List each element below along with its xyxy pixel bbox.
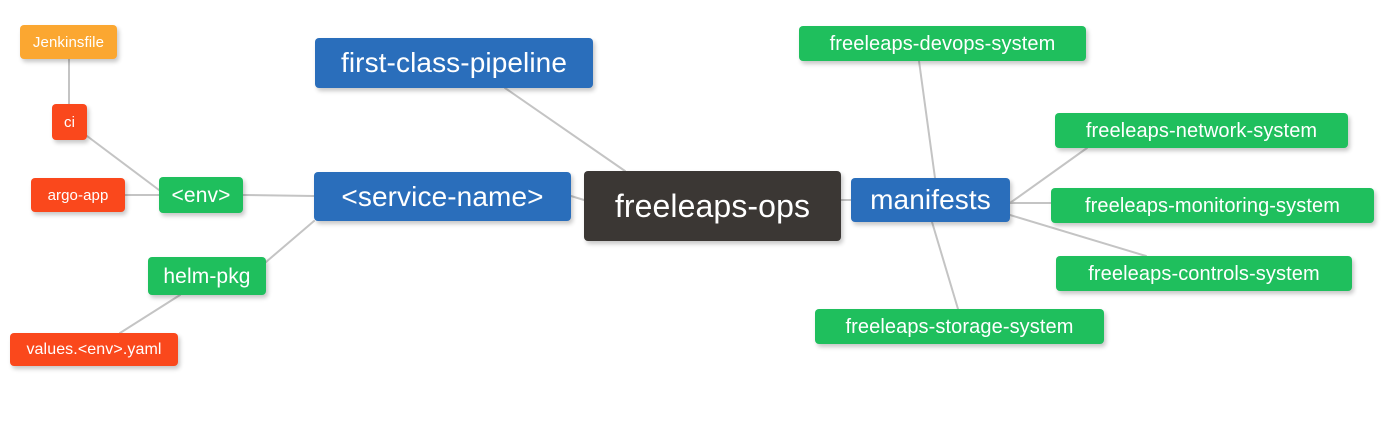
- node-freeleaps-controls-system[interactable]: freeleaps-controls-system: [1056, 256, 1352, 291]
- edge-service-name-to-helm-pkg: [265, 220, 315, 263]
- node-label-helm-pkg: helm-pkg: [163, 264, 251, 288]
- node-label-freeleaps-network-system: freeleaps-network-system: [1085, 119, 1318, 142]
- node-freeleaps-devops-system[interactable]: freeleaps-devops-system: [799, 26, 1086, 61]
- edge-manifests-to-freeleaps-devops-system: [918, 60, 936, 179]
- node-label-freeleaps-devops-system: freeleaps-devops-system: [829, 32, 1056, 55]
- node-freeleaps-ops[interactable]: freeleaps-ops: [584, 171, 841, 241]
- node-argo-app[interactable]: argo-app: [31, 178, 125, 212]
- node-jenkinsfile[interactable]: Jenkinsfile: [20, 25, 117, 59]
- node-env[interactable]: <env>: [159, 177, 243, 213]
- node-label-env: <env>: [171, 183, 231, 207]
- edge-service-name-to-freeleaps-ops: [570, 195, 585, 201]
- node-manifests[interactable]: manifests: [851, 178, 1010, 222]
- node-label-freeleaps-controls-system: freeleaps-controls-system: [1088, 262, 1320, 285]
- node-freeleaps-network-system[interactable]: freeleaps-network-system: [1055, 113, 1348, 148]
- node-label-freeleaps-monitoring-system: freeleaps-monitoring-system: [1084, 194, 1340, 217]
- node-service-name[interactable]: <service-name>: [314, 172, 571, 221]
- node-ci[interactable]: ci: [52, 104, 87, 140]
- node-label-first-class-pipeline: first-class-pipeline: [340, 47, 568, 78]
- node-label-manifests: manifests: [870, 184, 991, 215]
- node-label-ci: ci: [63, 113, 76, 131]
- node-label-freeleaps-storage-system: freeleaps-storage-system: [845, 315, 1074, 338]
- node-first-class-pipeline[interactable]: first-class-pipeline: [315, 38, 593, 88]
- node-values-yaml[interactable]: values.<env>.yaml: [10, 333, 178, 366]
- edge-first-class-pipeline-to-freeleaps-ops: [504, 87, 626, 172]
- node-label-argo-app: argo-app: [47, 186, 109, 204]
- edge-helm-pkg-to-values-yaml: [119, 294, 181, 334]
- node-label-values-yaml: values.<env>.yaml: [26, 340, 162, 358]
- edge-env-to-service-name: [242, 194, 315, 197]
- node-freeleaps-storage-system[interactable]: freeleaps-storage-system: [815, 309, 1104, 344]
- node-label-jenkinsfile: Jenkinsfile: [32, 33, 105, 51]
- node-helm-pkg[interactable]: helm-pkg: [148, 257, 266, 295]
- node-label-service-name: <service-name>: [341, 180, 544, 212]
- node-label-freeleaps-ops: freeleaps-ops: [614, 188, 811, 224]
- edge-manifests-to-freeleaps-storage-system: [931, 221, 959, 310]
- node-freeleaps-monitoring-system[interactable]: freeleaps-monitoring-system: [1051, 188, 1374, 223]
